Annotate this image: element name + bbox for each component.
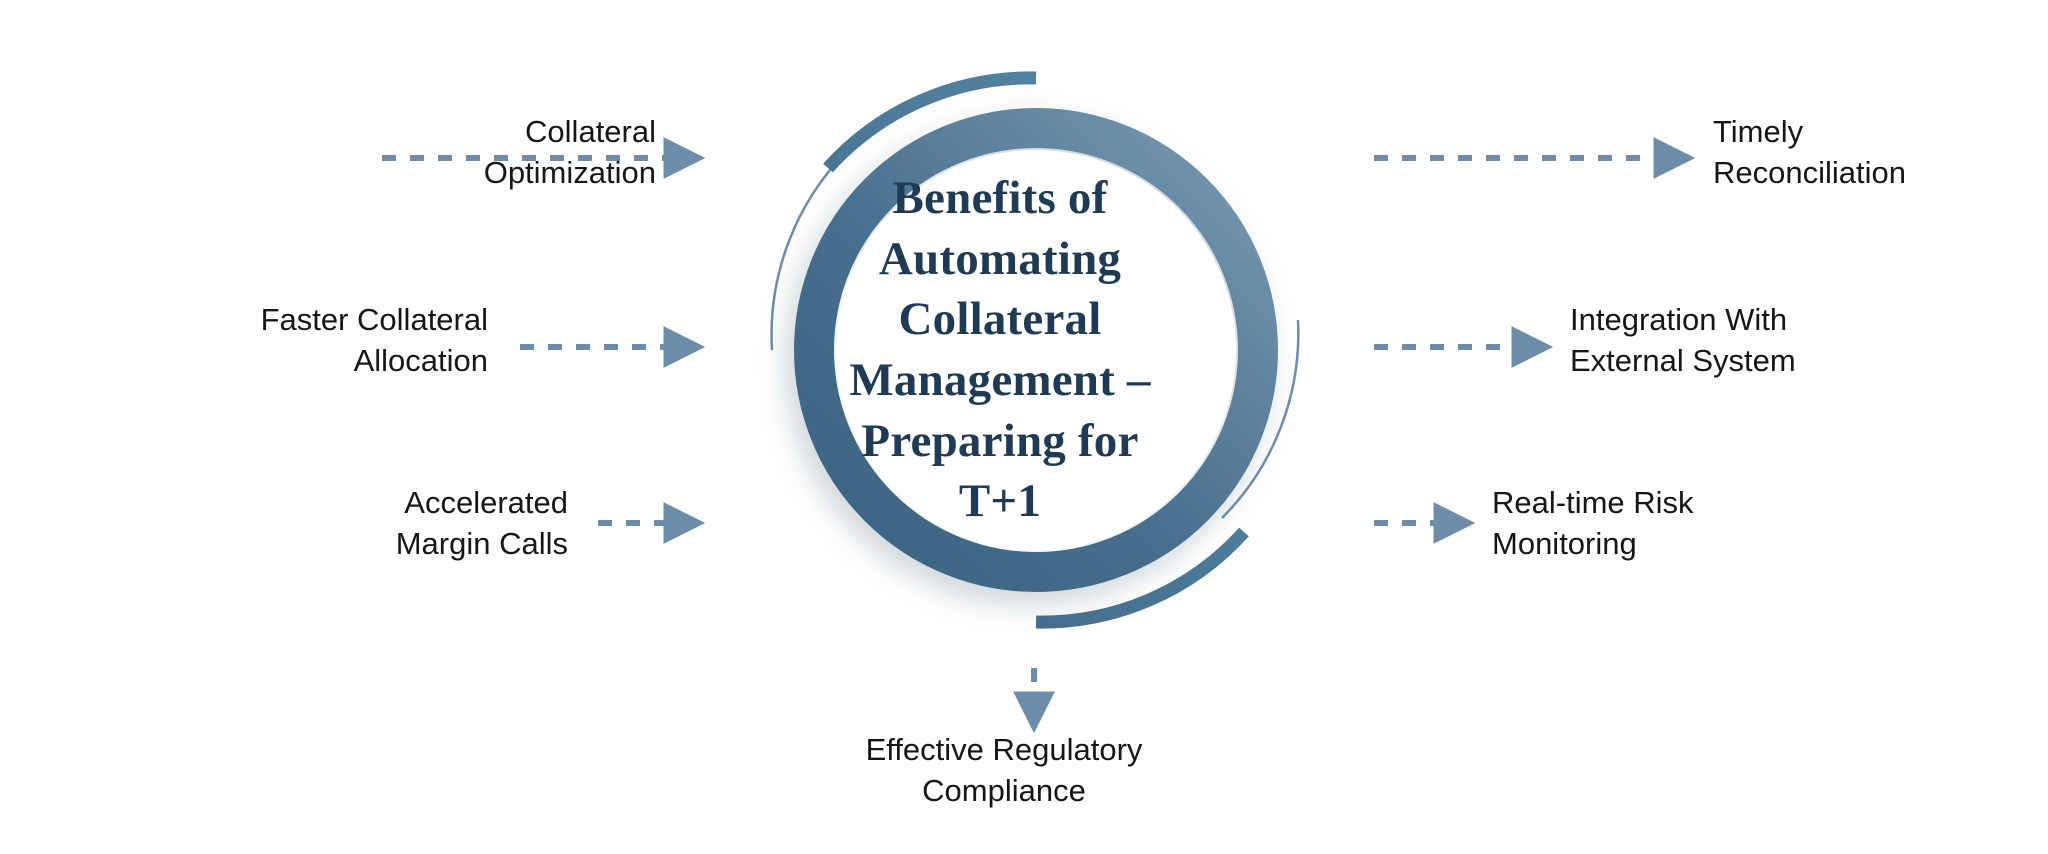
hub-accent-arc-top xyxy=(823,71,1037,173)
hub-hairline-arc-right xyxy=(1221,319,1300,519)
hub-ring-shadow xyxy=(794,108,1278,592)
hub-accent-arc-bottom xyxy=(1035,527,1249,629)
node-label-faster-collateral-allocation: Faster Collateral Allocation xyxy=(260,302,488,378)
hub-ring-group xyxy=(770,71,1300,629)
node-label-effective-regulatory-compliance: Effective Regulatory Compliance xyxy=(865,732,1143,808)
node-label-accelerated-margin-calls: Accelerated Margin Calls xyxy=(395,485,568,561)
node-label-integration-external-system: Integration With External System xyxy=(1570,302,1796,378)
connector-group xyxy=(382,137,1696,734)
hub-hairline-arc-left xyxy=(770,149,849,351)
hub-main-ring xyxy=(794,108,1278,592)
node-label-realtime-risk-monitoring: Real-time Risk Monitoring xyxy=(1492,485,1694,561)
node-label-timely-reconciliation: Timely Reconciliation xyxy=(1713,114,1906,190)
node-label-collateral-optimization: Collateral Optimization xyxy=(483,114,656,190)
hub-inner-disc xyxy=(836,150,1236,550)
